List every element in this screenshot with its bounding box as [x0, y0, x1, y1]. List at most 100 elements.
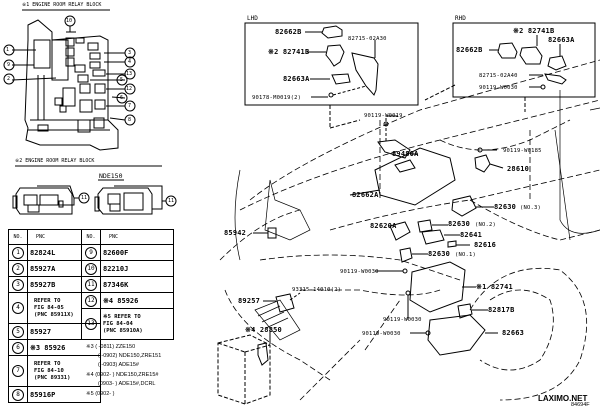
callout-1: 1 [6, 47, 10, 53]
bracket-82817b [457, 303, 473, 319]
part-label[interactable]: 82662B [456, 46, 483, 54]
callout-13: 13 [126, 71, 133, 77]
part-label[interactable]: 90119-W0030 [362, 331, 401, 337]
relay-block-82741 [409, 261, 466, 313]
row-number: 3 [12, 278, 24, 291]
car-body-outline [219, 59, 600, 401]
part-label[interactable]: ※2 82741B [268, 48, 310, 56]
row-number: 5 [12, 325, 24, 338]
part-label[interactable]: 82630 [494, 203, 517, 211]
part-label[interactable]: 82662B [275, 28, 302, 36]
fuse-box-cover-drawing [349, 147, 456, 206]
callout-3: 3 [128, 50, 132, 56]
relay-block-2-drawing [12, 185, 177, 215]
relay-82641 [421, 229, 445, 245]
lhd-parts-drawing [305, 25, 379, 129]
variant-label-nde150: NDE150 [99, 172, 123, 180]
part-label[interactable]: 93315-14010(2) [292, 287, 342, 293]
part-label[interactable]: 82662A [352, 191, 379, 199]
pnc-value[interactable]: 87346K [100, 276, 174, 293]
part-label[interactable]: 90119-W0185 [503, 148, 542, 154]
part-label-suffix: (NO.1) [455, 252, 477, 258]
row-number: 9 [85, 246, 97, 259]
part-label[interactable]: 82616 [474, 241, 497, 249]
part-label[interactable]: ※2 82741B [513, 27, 555, 35]
table-row: 12※4 85926 [81, 292, 174, 309]
part-label[interactable]: 90119-W0030 [340, 269, 379, 275]
note-line: ※3 ( -0811) ZZE150 [86, 344, 136, 350]
part-label[interactable]: 82663 [502, 329, 525, 337]
part-label[interactable]: 85942 [224, 229, 247, 237]
note-line: ※4 (0902- ) NDE150,ZRE15# [86, 372, 159, 378]
row-number: 2 [12, 262, 24, 275]
row-number: 13 [85, 318, 97, 330]
part-label[interactable]: 28610 [507, 165, 530, 173]
part-label[interactable]: 82715-02A30 [348, 36, 387, 42]
callout-11b: 11 [168, 198, 175, 204]
part-label[interactable]: 89480A [392, 150, 419, 158]
note-line: ( -0902) NDE150,ZRE151 [98, 353, 162, 359]
col-no-header: NO. [81, 229, 101, 245]
row-number: 6 [12, 341, 24, 354]
relay-block-1-callout-circles [3, 15, 136, 126]
part-label[interactable]: 90119-W0030 [383, 317, 422, 323]
watermark: LAXIMO.NET [538, 394, 588, 403]
relay-block-2-title: ※2 ENGINE ROOM RELAY BLOCK [15, 158, 95, 164]
relay-82630-no3 [451, 195, 477, 217]
part-label[interactable]: 82715-02A40 [479, 73, 518, 79]
relay-82630-no2 [417, 219, 433, 233]
figure-id: 84694F [571, 402, 590, 408]
row-number: 7 [12, 365, 24, 377]
callout-12: 12 [126, 86, 133, 92]
part-label[interactable]: 82620A [370, 222, 397, 230]
table-header-row: NO. PNC [81, 229, 174, 245]
note-line: ( -0903) ADE15# [98, 362, 139, 368]
sensor-28850 [257, 342, 269, 366]
pnc-value[interactable]: ※5 REFER TO FIG 84-04 (PNC 85910A) [100, 308, 174, 340]
callout-10: 10 [66, 18, 73, 24]
part-label[interactable]: ※1 82741 [476, 283, 513, 291]
lower-case-82663 [427, 314, 486, 356]
callout-9: 9 [7, 62, 11, 68]
part-label[interactable]: 82641 [460, 231, 483, 239]
part-label[interactable]: 82663A [283, 75, 310, 83]
row-number: 10 [85, 262, 97, 275]
part-label[interactable]: 82817B [488, 306, 515, 314]
part-label[interactable]: 82630 [428, 250, 451, 258]
lhd-box-frame [244, 22, 419, 106]
note-line: ※5 (0902- ) [86, 391, 115, 397]
pnc-value[interactable]: ※4 85926 [100, 292, 174, 309]
part-label[interactable]: 89257 [238, 297, 261, 305]
relay-block-1-drawing [11, 19, 126, 151]
pnc-value[interactable]: 82210J [100, 260, 174, 277]
pnc-value[interactable]: 85916P [27, 386, 101, 403]
part-label[interactable]: 90119-W0019 [364, 113, 403, 119]
junction-82620a [389, 221, 411, 241]
part-label[interactable]: 90178-M0019(2) [252, 95, 302, 101]
pnc-value[interactable]: 82600F [100, 244, 174, 261]
part-label[interactable]: 90119-W0030 [479, 85, 518, 91]
row-number: 8 [12, 388, 24, 401]
sensor-28610 [474, 154, 491, 173]
rhd-parts-drawing [424, 35, 567, 112]
row-number: 12 [85, 294, 97, 307]
part-label[interactable]: 82630 [448, 220, 471, 228]
callout-2: 2 [7, 76, 11, 82]
part-label-suffix: (NO.2) [475, 222, 497, 228]
callout-5: 5 [120, 77, 124, 83]
relay-block-1-title: ※1 ENGINE ROOM RELAY BLOCK [22, 2, 102, 8]
part-label[interactable]: ※4 28850 [245, 326, 282, 334]
rhd-box-frame [452, 22, 596, 98]
col-no-header: NO. [8, 229, 28, 245]
pnc-value[interactable]: REFER TO FIG 84-10 (PNC 89331) [27, 355, 101, 387]
part-label[interactable]: 82663A [548, 36, 575, 44]
row-number: 4 [12, 302, 24, 314]
lhd-title: LHD [247, 15, 258, 22]
